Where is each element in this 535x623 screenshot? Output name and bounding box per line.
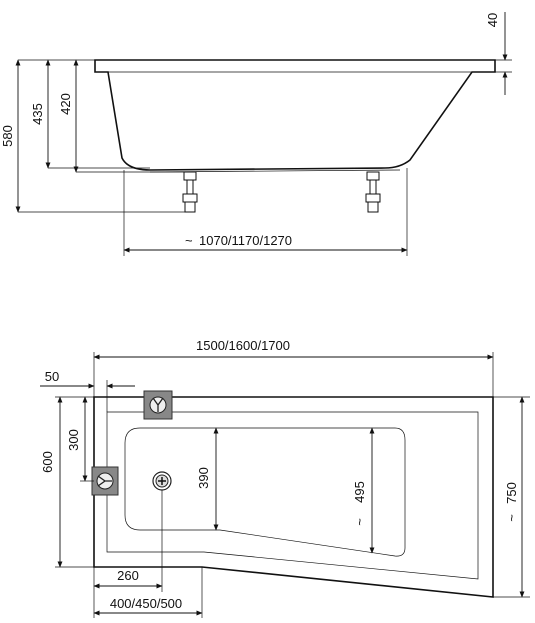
dim-bottom-approx-symbol: ~ bbox=[185, 233, 193, 248]
dim-300-label: 300 bbox=[66, 429, 81, 451]
tub-top-inner-rim bbox=[106, 411, 479, 580]
dim-260-label: 260 bbox=[117, 568, 139, 583]
dim-495-approx-symbol: ~ bbox=[352, 518, 367, 526]
dim-total-length-label: 1500/1600/1700 bbox=[196, 338, 290, 353]
side-view: 580 435 420 40 ~ 1070/1170/1270 bbox=[0, 12, 512, 256]
right-foot bbox=[365, 171, 381, 213]
tub-side-profile bbox=[94, 59, 496, 171]
tub-basin bbox=[124, 427, 406, 557]
top-view: 1500/1600/1700 50 600 300 390 495 ~ 750 … bbox=[40, 338, 530, 618]
overflow-fitting-icon bbox=[143, 390, 173, 420]
dim-50-label: 50 bbox=[45, 369, 59, 384]
dim-420-label: 420 bbox=[58, 93, 73, 115]
tub-top-outer bbox=[93, 396, 494, 598]
dim-bottom-length-label: 400/450/500 bbox=[110, 596, 182, 611]
dim-750-label: 750 bbox=[504, 482, 519, 504]
dim-40-label: 40 bbox=[485, 13, 500, 27]
drain-icon bbox=[152, 471, 172, 491]
dim-600-label: 600 bbox=[40, 451, 55, 473]
dim-495-label: 495 bbox=[352, 481, 367, 503]
side-fitting-icon bbox=[91, 466, 119, 496]
dim-580-label: 580 bbox=[0, 125, 15, 147]
dim-390-label: 390 bbox=[196, 467, 211, 489]
dim-750-approx-symbol: ~ bbox=[504, 514, 519, 522]
left-foot bbox=[182, 171, 198, 213]
dim-bottom-length-label: 1070/1170/1270 bbox=[199, 233, 292, 248]
dim-435-label: 435 bbox=[30, 103, 45, 125]
support-rail bbox=[149, 169, 401, 173]
